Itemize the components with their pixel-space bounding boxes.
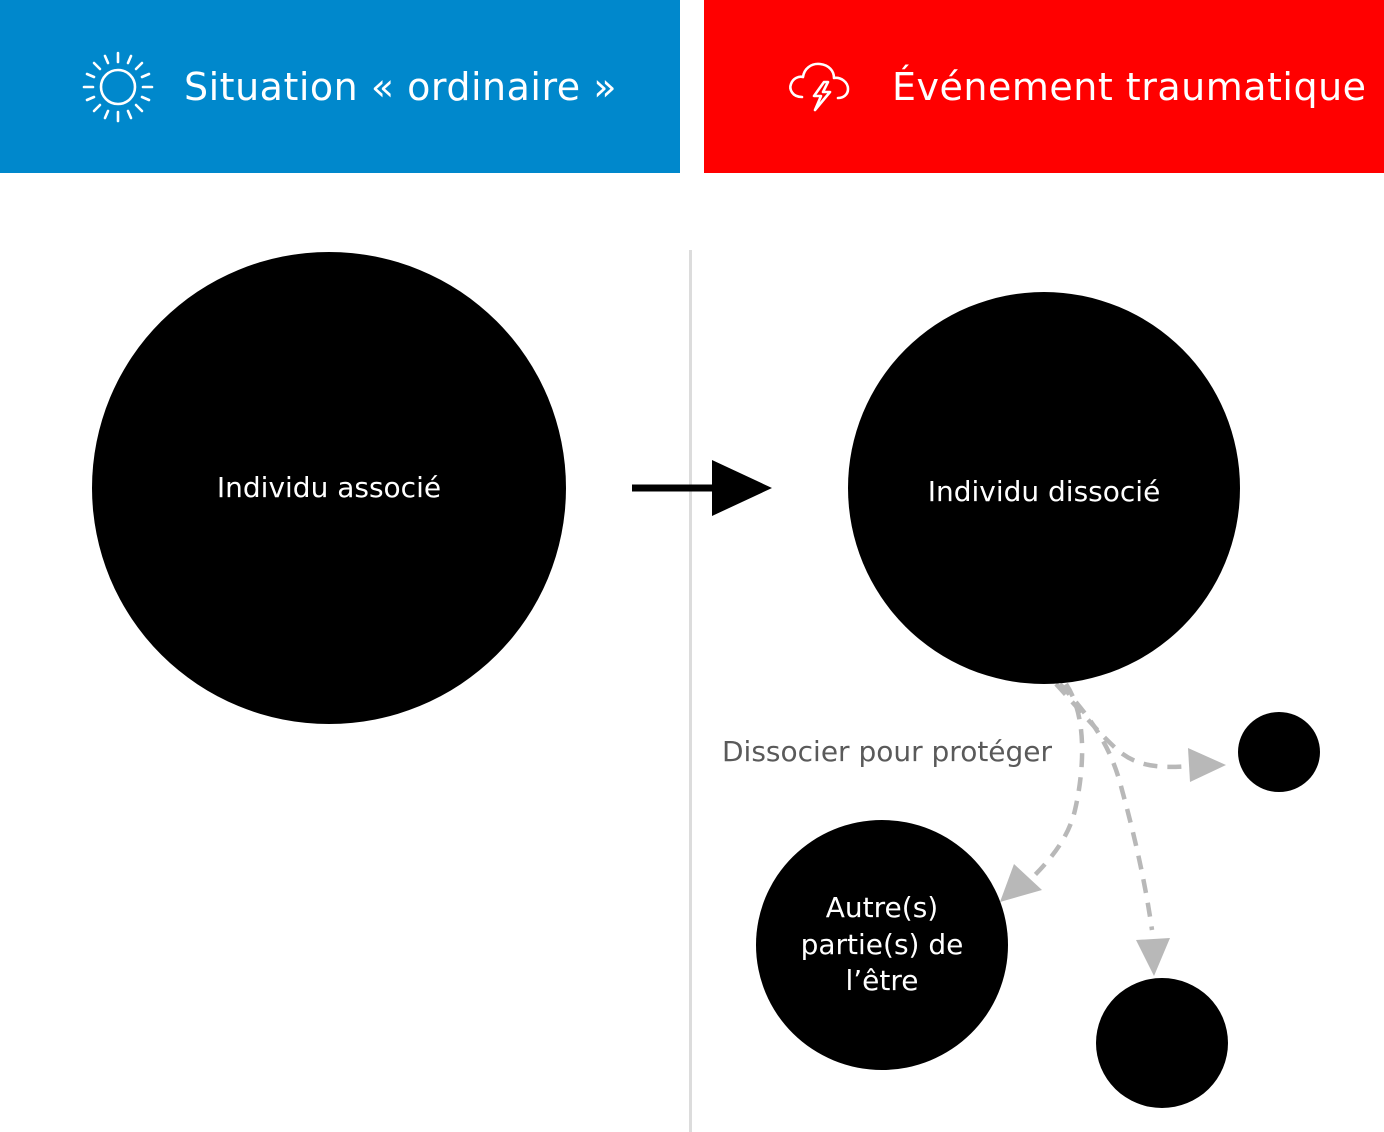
other-parts-label: Autre(s) partie(s) de l’être (800, 890, 964, 998)
header-ordinary-situation: Situation « ordinaire » (0, 0, 680, 173)
other-parts-circle: Autre(s) partie(s) de l’être (756, 820, 1008, 1070)
dissociation-arrow-right (1054, 682, 1226, 782)
dissociation-arrow-left (1000, 682, 1085, 902)
transition-arrow (632, 460, 772, 516)
small-part-circle-bottom (1096, 978, 1228, 1108)
small-part-circle-right (1238, 712, 1320, 792)
dissociation-arrow-bottom (1058, 682, 1170, 976)
header-traumatic-label: Événement traumatique (892, 64, 1367, 109)
individual-dissociated-label: Individu dissocié (927, 474, 1161, 508)
individual-associated-label: Individu associé (216, 470, 442, 504)
column-divider (689, 250, 692, 1132)
header-traumatic-event: Événement traumatique (704, 0, 1384, 173)
individual-associated-circle: Individu associé (92, 252, 566, 724)
storm-cloud-icon (786, 59, 852, 115)
sun-icon (80, 49, 156, 125)
individual-dissociated-circle: Individu dissocié (848, 292, 1240, 684)
dissociation-caption: Dissocier pour protéger (722, 735, 1053, 768)
header-ordinary-label: Situation « ordinaire » (184, 64, 617, 109)
